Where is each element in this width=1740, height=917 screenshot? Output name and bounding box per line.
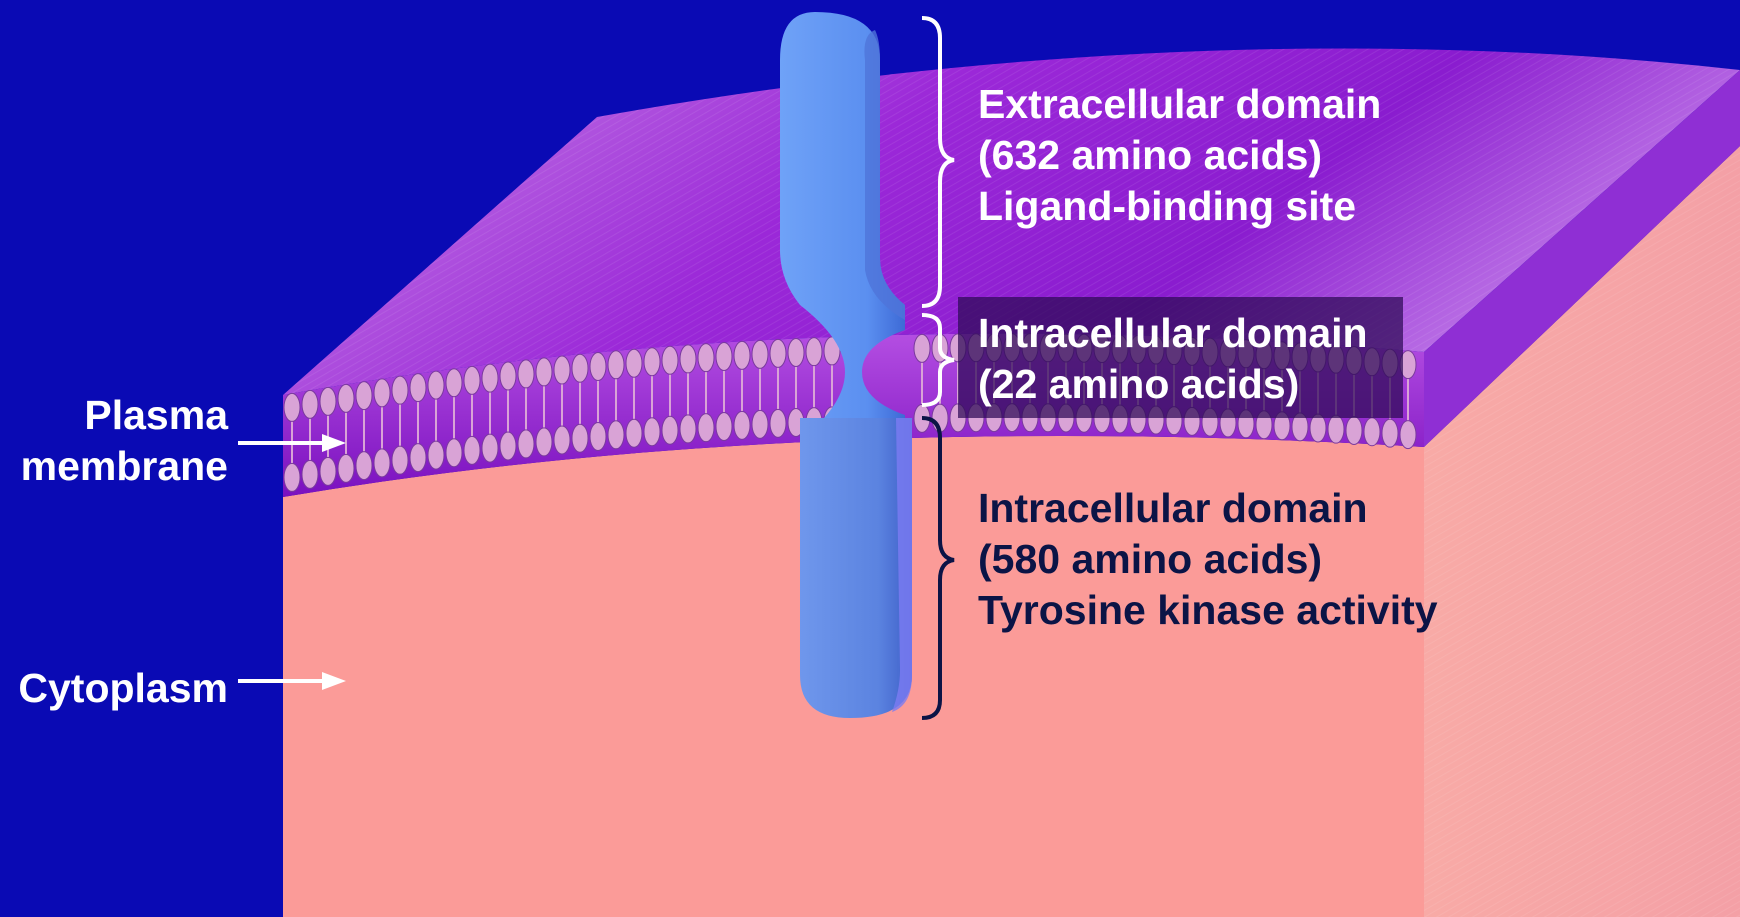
extracellular-label-line: Extracellular domain	[978, 79, 1381, 130]
lipid-head	[356, 382, 372, 410]
lipid-head	[518, 360, 534, 388]
lipid-head	[1400, 421, 1416, 449]
lipid-head	[338, 384, 354, 412]
lipid-head	[770, 409, 786, 437]
lipid-head	[392, 446, 408, 474]
lipid-head	[662, 346, 678, 374]
transmembrane-label-line: (22 amino acids)	[978, 359, 1368, 410]
lipid-head	[716, 342, 732, 370]
lipid-head	[590, 352, 606, 380]
lipid-head	[284, 463, 300, 491]
lipid-head	[500, 432, 516, 460]
intracellular-label-line: Tyrosine kinase activity	[978, 585, 1438, 636]
lipid-head	[536, 358, 552, 386]
lipid-head	[446, 439, 462, 467]
lipid-head	[536, 428, 552, 456]
lipid-head	[1382, 419, 1398, 447]
lipid-head	[500, 362, 516, 390]
receptor-intracellular-part	[800, 418, 912, 718]
plasma-membrane-label-line: Plasma	[0, 390, 228, 441]
lipid-head	[788, 338, 804, 366]
lipid-head	[554, 356, 570, 384]
lipid-head	[374, 379, 390, 407]
lipid-head	[626, 419, 642, 447]
lipid-head	[590, 422, 606, 450]
intracellular-label-line: Intracellular domain	[978, 483, 1438, 534]
lipid-head	[464, 436, 480, 464]
lipid-head	[662, 416, 678, 444]
lipid-head	[770, 339, 786, 367]
lipid-head	[482, 434, 498, 462]
cytoplasm-label-text: Cytoplasm	[0, 663, 228, 714]
lipid-head	[392, 376, 408, 404]
lipid-head	[284, 393, 300, 421]
plasma-membrane-label-line: membrane	[0, 441, 228, 492]
lipid-head	[734, 341, 750, 369]
intracellular-label-line: (580 amino acids)	[978, 534, 1438, 585]
lipid-head	[626, 349, 642, 377]
cytoplasm-label: Cytoplasm	[0, 663, 228, 714]
lipid-head	[410, 374, 426, 402]
lipid-head	[572, 354, 588, 382]
extracellular-label-line: Ligand-binding site	[978, 181, 1381, 232]
lipid-head	[806, 338, 822, 366]
transmembrane-label-line: Intracellular domain	[978, 308, 1368, 359]
lipid-head	[698, 344, 714, 372]
lipid-head	[734, 411, 750, 439]
lipid-head	[1364, 418, 1380, 446]
transmembrane-domain-label: Intracellular domain (22 amino acids)	[978, 308, 1368, 410]
lipid-head	[914, 334, 930, 362]
extracellular-domain-label: Extracellular domain (632 amino acids) L…	[978, 79, 1381, 232]
lipid-head	[338, 454, 354, 482]
lipid-head	[644, 348, 660, 376]
lipid-head	[518, 430, 534, 458]
lipid-head	[752, 340, 768, 368]
lipid-head	[554, 426, 570, 454]
lipid-head	[680, 415, 696, 443]
lipid-head	[356, 452, 372, 480]
lipid-head	[428, 441, 444, 469]
extracellular-label-line: (632 amino acids)	[978, 130, 1381, 181]
lipid-head	[680, 345, 696, 373]
lipid-head	[572, 424, 588, 452]
lipid-head	[1346, 416, 1362, 444]
lipid-head	[410, 444, 426, 472]
lipid-head	[320, 457, 336, 485]
lipid-head	[482, 364, 498, 392]
lipid-head	[320, 387, 336, 415]
lipid-head	[698, 414, 714, 442]
lipid-head	[644, 418, 660, 446]
lipid-head	[446, 369, 462, 397]
lipid-head	[302, 390, 318, 418]
lipid-head	[716, 412, 732, 440]
lipid-head	[1328, 415, 1344, 443]
lipid-head	[1310, 414, 1326, 442]
lipid-head	[608, 421, 624, 449]
lipid-head	[752, 410, 768, 438]
lipid-head	[302, 460, 318, 488]
lipid-head	[374, 449, 390, 477]
intracellular-domain-label: Intracellular domain (580 amino acids) T…	[978, 483, 1438, 636]
lipid-head	[464, 366, 480, 394]
plasma-membrane-label: Plasma membrane	[0, 390, 228, 492]
lipid-head	[608, 351, 624, 379]
lipid-head	[428, 371, 444, 399]
